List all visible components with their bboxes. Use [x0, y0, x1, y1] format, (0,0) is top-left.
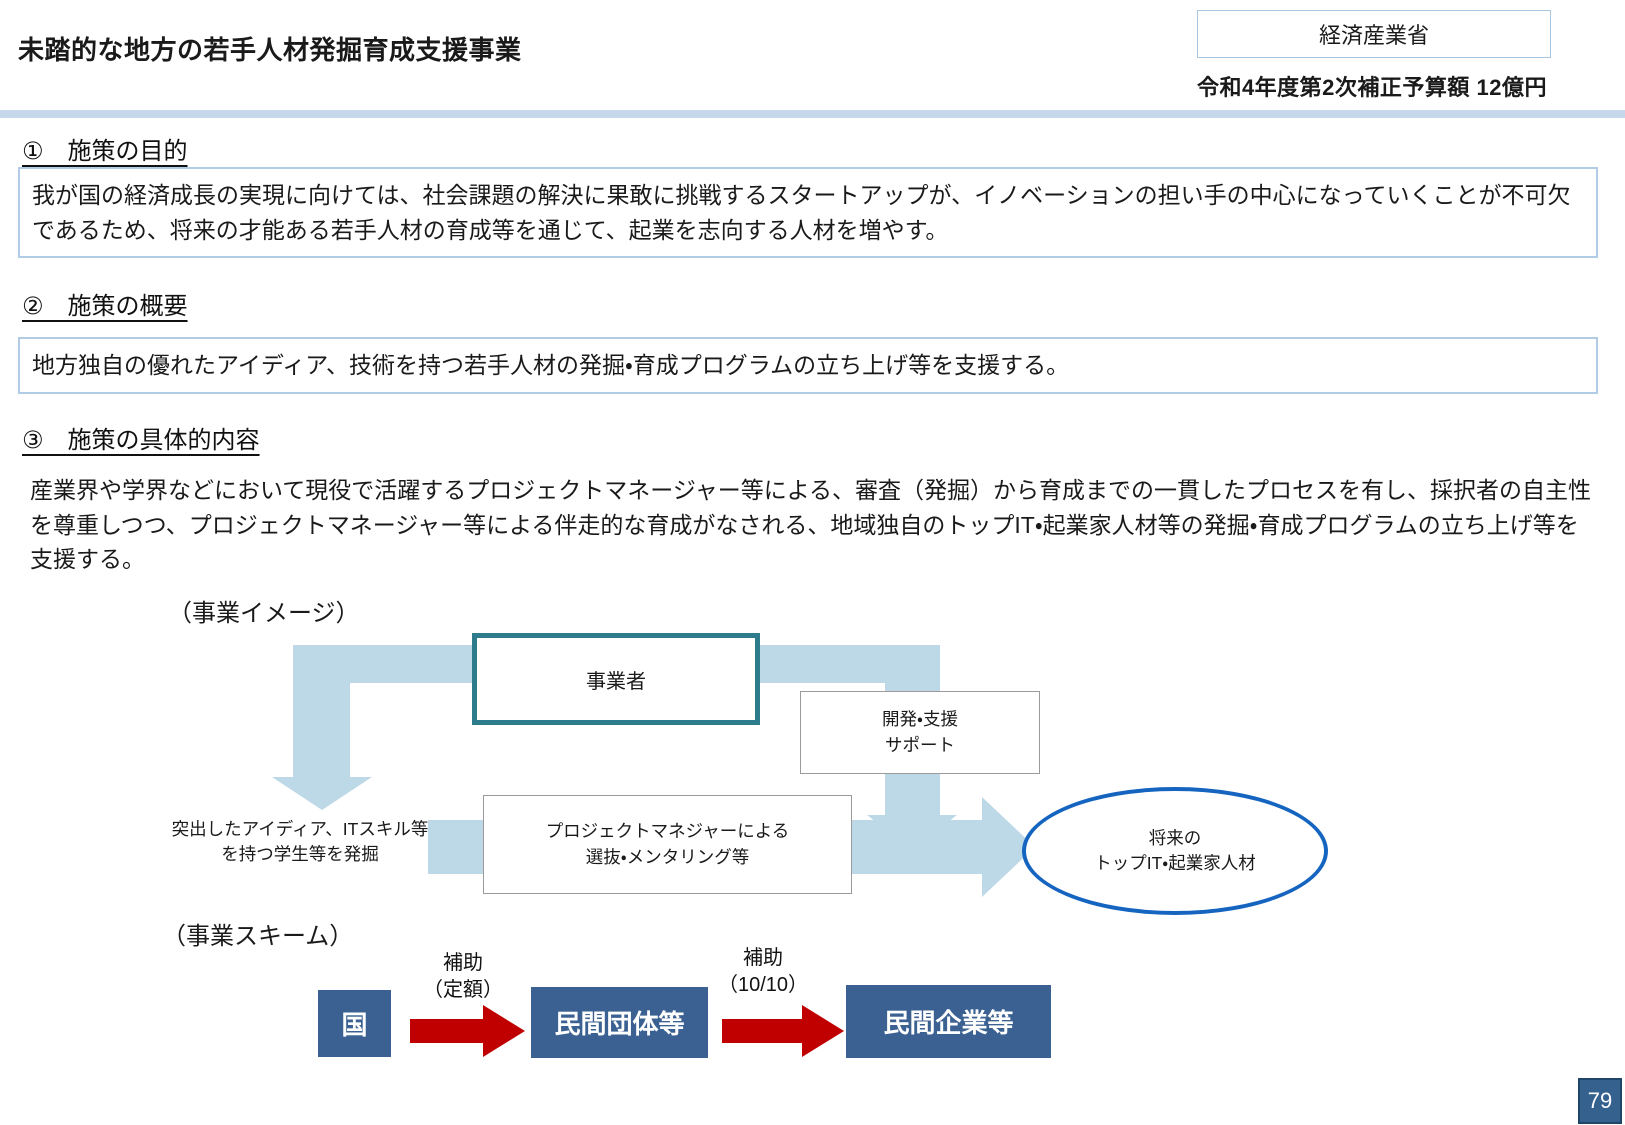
scheme-node-company: 民間企業等: [846, 985, 1051, 1058]
section-purpose-body: 我が国の経済成長の実現に向けては、社会課題の解決に果敢に挑戦するスタートアップが…: [32, 182, 1571, 243]
arrow-provider-to-students-head: [272, 777, 372, 810]
discover-text-line1: 突出したアイディア、ITスキル等: [171, 819, 429, 839]
scheme-node-country-label: 国: [341, 1010, 368, 1040]
scheme-arrow1-label-line2: （定額）: [423, 979, 503, 1001]
section-purpose-box: 我が国の経済成長の実現に向けては、社会課題の解決に果敢に挑戦するスタートアップが…: [18, 167, 1598, 258]
image-diagram-label: （事業イメージ）: [168, 600, 360, 627]
section-details-heading: ③ 施策の具体的内容: [22, 427, 260, 454]
scheme-arrow2-label: 補助 （10/10）: [703, 945, 823, 999]
scheme-arrow2-label-line1: 補助: [743, 947, 783, 969]
scheme-node-org: 民間団体等: [531, 987, 708, 1058]
support-box-line1: 開発・支援: [882, 709, 958, 730]
section-overview-body: 地方独自の優れたアイディア、技術を持つ若手人材の発掘・育成プログラムの立ち上げ等…: [32, 352, 1070, 378]
pm-box: プロジェクトマネジャーによる 選抜・メンタリング等: [483, 795, 852, 894]
support-box: 開発・支援 サポート: [800, 691, 1040, 774]
section-details-body: 産業界や学界などにおいて現役で活躍するプロジェクトマネージャー等による、審査（発…: [30, 477, 1592, 572]
goal-line1: 将来の: [1148, 827, 1202, 848]
section-purpose-heading: ① 施策の目的: [22, 138, 188, 165]
scheme-node-company-label: 民間企業等: [883, 1008, 1014, 1038]
pm-box-line2: 選抜・メンタリング等: [585, 846, 750, 867]
scheme-arrow2-label-line2: （10/10）: [717, 974, 809, 996]
support-box-line2: サポート: [885, 734, 955, 755]
ministry-box: 経済産業省: [1197, 10, 1551, 58]
page-title: 未踏的な地方の若手人材発掘育成支援事業: [18, 35, 522, 65]
scheme-arrow1-label: 補助 （定額）: [403, 950, 523, 1004]
page-number-badge: 79: [1578, 1078, 1622, 1124]
scheme-arrow1-label-line1: 補助: [443, 952, 483, 974]
discover-text-line2: を持つ学生等を発掘: [221, 844, 379, 865]
page-number: 79: [1587, 1088, 1613, 1113]
scheme-arrow2-band: [722, 1019, 802, 1043]
ministry-label: 経済産業省: [1318, 23, 1429, 48]
connector-discover-to-pm: [428, 820, 485, 874]
scheme-arrow2-head: [802, 1005, 844, 1057]
scheme-node-org-label: 民間団体等: [554, 1009, 685, 1039]
arrow-provider-to-students-vertical: [293, 645, 350, 777]
goal-ellipse: 将来の トップIT・起業家人材: [1022, 787, 1328, 915]
scheme-node-country: 国: [318, 990, 391, 1057]
arrow-pm-to-goal-band: [850, 820, 982, 874]
scheme-arrow1-band: [410, 1019, 483, 1043]
pm-box-line1: プロジェクトマネジャーによる: [545, 821, 790, 842]
scheme-arrow1-head: [483, 1005, 525, 1057]
provider-label: 事業者: [586, 670, 646, 693]
header-divider: [0, 110, 1625, 118]
budget-label: 令和4年度第2次補正予算額 12億円: [1196, 75, 1547, 100]
goal-line2: トップIT・起業家人材: [1094, 853, 1256, 873]
discover-text: 突出したアイディア、ITスキル等 を持つ学生等を発掘: [160, 817, 440, 868]
provider-box: 事業者: [472, 633, 760, 725]
section-overview-box: 地方独自の優れたアイディア、技術を持つ若手人材の発掘・育成プログラムの立ち上げ等…: [18, 337, 1598, 394]
section-overview-heading: ② 施策の概要: [22, 293, 188, 320]
scheme-diagram-label: （事業スキーム）: [162, 923, 354, 950]
